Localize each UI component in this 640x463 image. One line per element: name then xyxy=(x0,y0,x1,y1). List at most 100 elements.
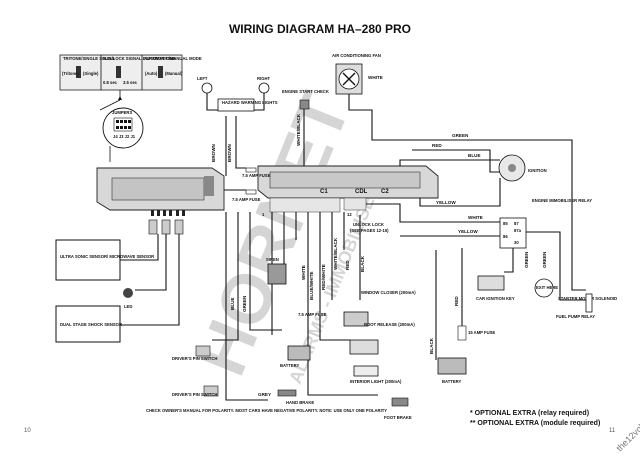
driver-pin-label: DRIVER'S PIN SWITCH xyxy=(172,356,217,361)
jumper-head-signal: N.O./LOCK SIGNAL DURATION TIME xyxy=(103,56,176,61)
wire-hazard xyxy=(235,116,246,169)
wire-white3-label: WHITE xyxy=(301,265,306,280)
fuse-7-label: 7.5 AMP FUSE xyxy=(298,312,327,317)
fuse xyxy=(245,189,257,195)
jumper-head-mode: AUTOMATIC/MANUAL MODE xyxy=(144,56,202,61)
sensor-plug xyxy=(148,219,158,235)
wire-green2-label: GREEN xyxy=(524,251,529,268)
wire-blue-left xyxy=(212,212,239,341)
wire-relay-starter xyxy=(526,231,586,301)
interior-light xyxy=(353,365,379,377)
window-closer xyxy=(343,311,369,327)
cdl-note: (SEE PAGES 12-15) xyxy=(350,228,389,233)
driver-pin2-label: DRIVER'S PIN SWITCH xyxy=(172,392,217,397)
wire-blue-ign xyxy=(399,159,500,166)
wire-grey xyxy=(225,212,268,401)
wire-green3-label: GREEN xyxy=(542,251,547,268)
starter-solenoid xyxy=(585,293,593,313)
boot-release xyxy=(349,339,379,355)
opt-tritone: (Tritone) xyxy=(62,71,79,76)
relay-87: 87 xyxy=(514,221,519,226)
wire-white-black-label: WHITE/BLACK xyxy=(333,237,338,270)
site-watermark: the12volt.com xyxy=(614,407,640,454)
fuse xyxy=(245,167,257,173)
opt-long-time: 3.5 sec xyxy=(123,80,138,85)
opt-single: (Single) xyxy=(83,71,99,76)
hand-brake-lever xyxy=(277,389,297,397)
fuse-15-label: 15 AMP FUSE xyxy=(468,330,495,335)
battery-mid xyxy=(287,345,311,361)
interior-light-label: INTERIOR LIGHT (200mA) xyxy=(350,379,402,384)
wire-blue2-label: BLUE xyxy=(230,297,235,310)
wire-yellow-ign xyxy=(419,178,501,207)
pin-1: 1 xyxy=(262,212,265,217)
opt-manual: (Manual) xyxy=(165,71,183,76)
immobiliser-label: ENGINE IMMOBILISER RELAY xyxy=(532,198,592,203)
connector-c2: C2 xyxy=(381,189,389,195)
ignition-label: IGNITION xyxy=(528,168,547,173)
wire-white-fan: WHITE xyxy=(368,75,383,80)
unlock-lock: UNLOCK LOCK xyxy=(353,222,384,227)
jumper-head-sound: TRITONE/SINGLE SOUND xyxy=(63,56,114,61)
hand-brake-label: HAND BRAKE xyxy=(286,400,314,405)
page-number-right: 11 xyxy=(609,428,616,434)
wire-green-label: GREEN xyxy=(452,133,469,138)
wire-black3-label: BLACK xyxy=(429,337,434,354)
ultrasonic-sensor-box xyxy=(55,239,121,281)
jumper-block xyxy=(113,117,133,132)
hazard-right: RIGHT xyxy=(257,76,270,81)
dual-stage-label: DUAL STAGE SHOCK SENSOR xyxy=(60,322,122,327)
wire-red-white-label: RED/WHITE xyxy=(321,264,326,290)
connector-c1: C1 xyxy=(320,189,328,195)
ignition-switch: IGNITION xyxy=(498,154,547,182)
boot-release-label: BOOT RELEASE (200mA) xyxy=(364,322,415,327)
hazard-left: LEFT xyxy=(197,76,208,81)
wire-red3-label: RED xyxy=(454,296,459,306)
alarm-control-unit xyxy=(96,167,225,216)
jumper-ids: J4 J3 J2 J1 xyxy=(113,134,136,139)
jumper-pins xyxy=(158,66,163,78)
engine-start-check: ENGINE START CHECK xyxy=(282,89,329,94)
page-title: WIRING DIAGRAM HA–280 PRO xyxy=(229,22,411,36)
wire-yellow-relay-label: YELLOW xyxy=(458,229,478,234)
led xyxy=(123,288,133,298)
wire-brown2-label: BROWN xyxy=(211,143,216,162)
battery-right xyxy=(437,357,467,375)
exit-here-marker xyxy=(534,278,554,298)
jumpers-label: JUMPERS xyxy=(112,110,132,115)
siren-label: SIREN xyxy=(266,257,279,262)
jumper-pins xyxy=(116,66,121,78)
window-closer-label: WINDOW CLOSER (200mA) xyxy=(361,290,416,295)
dual-stage-sensor-box xyxy=(55,305,121,343)
page-number-left: 10 xyxy=(24,428,31,434)
wire-blue-white xyxy=(307,212,378,396)
battery-mid-label: BATTERY xyxy=(280,363,300,368)
hazard-warning-lights: LEFT RIGHT HAZARD WARNING LIGHTS xyxy=(197,76,278,112)
fuel-pump: FUEL PUMP RELAY xyxy=(556,314,595,319)
relay-86: 86 xyxy=(503,234,508,239)
wire-grey-label: GREY xyxy=(258,392,271,397)
exit-here: EXIT HERE xyxy=(536,285,558,290)
siren xyxy=(267,263,287,285)
engine-immobiliser-relay: 85 86 87 87a 30 ENGINE IMMOBILISER RELAY xyxy=(499,198,592,249)
wire-red-ign xyxy=(412,149,500,173)
car-ignition-key-label: CAR IGNITION KEY xyxy=(476,296,515,301)
wire-green-top xyxy=(420,139,586,291)
wire-blue-label: BLUE xyxy=(468,153,481,158)
opt-auto: (Auto) xyxy=(145,71,158,76)
hazard-label: HAZARD WARNING LIGHTS xyxy=(222,100,278,105)
jumper-settings-panel: TRITONE/SINGLE SOUND N.O./LOCK SIGNAL DU… xyxy=(59,54,202,162)
driver-pin-switch xyxy=(195,345,211,357)
sensor-plug xyxy=(174,219,184,235)
fuse-label-1: 7.5 AMP FUSE xyxy=(242,173,271,178)
foot-brake-pedal xyxy=(391,397,409,407)
battery-right-label: BATTERY xyxy=(442,379,462,384)
legend-module: ** OPTIONAL EXTRA (module required) xyxy=(470,420,600,427)
wire-red-white xyxy=(319,212,350,341)
wire-black-label: BLACK xyxy=(360,255,365,272)
wire-white-black-top: WHITE/BLACK xyxy=(296,113,301,146)
wire-red2-label: RED xyxy=(345,260,350,270)
opt-short-time: 0.8 sec xyxy=(103,80,118,85)
